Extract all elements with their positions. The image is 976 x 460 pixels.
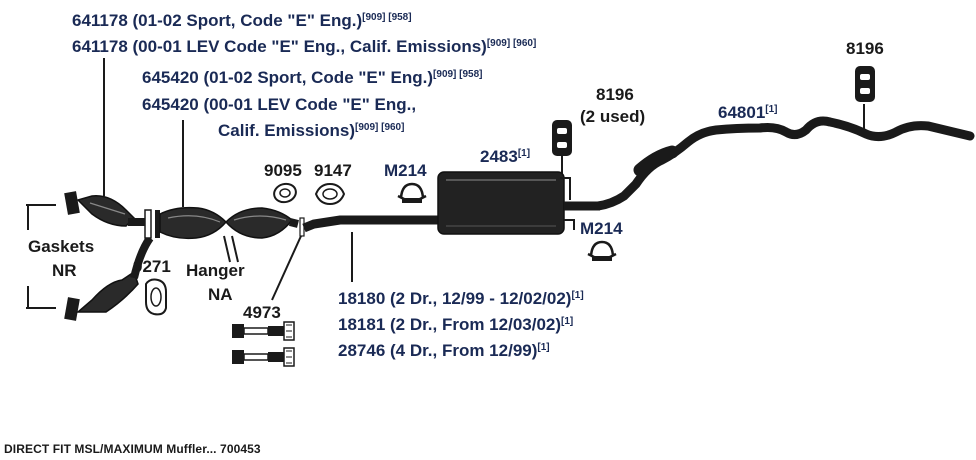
product-caption: DIRECT FIT MSL/MAXIMUM Muffler... 700453	[4, 442, 261, 456]
hanger-8196-right	[855, 66, 875, 102]
label-2483: 2483	[480, 147, 518, 166]
svg-text:28746 (4 Dr., From 12/99)[1]: 28746 (4 Dr., From 12/99)[1]	[338, 341, 550, 360]
gasket-9271	[145, 278, 167, 316]
gasket-icon	[145, 278, 167, 316]
hanger-icon	[855, 66, 875, 102]
label-m214-top: M214	[384, 161, 427, 180]
svg-text:2483[1]: 2483[1]	[480, 147, 530, 166]
gasket-9147	[314, 182, 346, 206]
label-641178-b: 641178 (00-01 LEV Code "E" Eng., Calif. …	[72, 37, 487, 56]
note-2483: [1]	[518, 148, 530, 159]
clamp-m214-right	[587, 240, 617, 261]
label-4973: 4973	[243, 303, 281, 322]
label-m214-right: M214	[580, 219, 623, 238]
gasket-icon	[314, 182, 346, 206]
note-18181: [1]	[561, 316, 573, 327]
gasket-icon	[144, 209, 152, 239]
gasket-icon	[273, 182, 297, 204]
note-645420-b: [909] [960]	[355, 122, 404, 133]
lower-flange-icon	[64, 297, 80, 321]
catalytic-converter-icon	[224, 207, 294, 239]
leader-lines	[26, 58, 865, 309]
muffler-icon	[437, 171, 565, 235]
label-nr: NR	[52, 261, 77, 280]
label-18181: 18181 (2 Dr., From 12/03/02)	[338, 315, 561, 334]
svg-text:Calif. Emissions)[909] [960]: Calif. Emissions)[909] [960]	[218, 121, 404, 140]
svg-text:641178 (00-01 LEV Code "E" Eng: 641178 (00-01 LEV Code "E" Eng., Calif. …	[72, 37, 536, 56]
note-641178-a: [909] [958]	[362, 12, 411, 23]
gasket-9095	[273, 182, 297, 204]
label-9095: 9095	[264, 161, 302, 180]
label-2-used: (2 used)	[580, 107, 645, 126]
intermediate-pipe	[299, 215, 432, 237]
clamp-m214-top	[397, 182, 427, 203]
bolt-icon	[232, 347, 295, 367]
gasket-icon	[155, 210, 160, 238]
label-645420-b2: Calif. Emissions)	[218, 121, 355, 140]
hanger-8196-mid	[552, 120, 572, 156]
svg-text:64801[1]: 64801[1]	[718, 103, 778, 122]
svg-text:18180 (2 Dr., 12/99 - 12/02/02: 18180 (2 Dr., 12/99 - 12/02/02)[1]	[338, 289, 584, 308]
front-y-pipe	[64, 191, 299, 321]
label-8196-right: 8196	[846, 39, 884, 58]
upper-flange-icon	[64, 191, 80, 215]
catalytic-converter-icon	[75, 270, 139, 313]
label-645420-a: 645420 (01-02 Sport, Code "E" Eng.)	[142, 68, 433, 87]
clamp-icon	[399, 182, 425, 199]
pipe-gasket-icon	[299, 217, 305, 237]
catalytic-converter-icon	[76, 195, 136, 227]
svg-text:641178 (01-02 Sport, Code "E": 641178 (01-02 Sport, Code "E" Eng.)[909]…	[72, 11, 412, 30]
tailpipe	[593, 116, 975, 211]
exhaust-system-diagram: 641178 (01-02 Sport, Code "E" Eng.)[909]…	[26, 11, 975, 367]
label-28746: 28746 (4 Dr., From 12/99)	[338, 341, 537, 360]
label-645420-b1: 645420 (00-01 LEV Code "E" Eng.,	[142, 95, 416, 114]
label-hanger: Hanger	[186, 261, 245, 280]
hanger-icon	[223, 235, 239, 263]
hanger-icon	[552, 120, 572, 156]
label-641178-a: 641178 (01-02 Sport, Code "E" Eng.)	[72, 11, 362, 30]
part-labels: 641178 (01-02 Sport, Code "E" Eng.)[909]…	[28, 11, 884, 360]
note-28746: [1]	[537, 342, 549, 353]
label-64801: 64801	[718, 103, 765, 122]
note-641178-b: [909] [960]	[487, 38, 536, 49]
clamp-icon	[589, 240, 615, 257]
bolts-4973	[232, 321, 295, 367]
note-18180: [1]	[571, 290, 583, 301]
label-9147: 9147	[314, 161, 352, 180]
note-645420-a: [909] [958]	[433, 69, 482, 80]
bolt-icon	[232, 321, 295, 341]
label-8196-mid: 8196	[596, 85, 634, 104]
note-64801: [1]	[765, 104, 777, 115]
label-na: NA	[208, 285, 233, 304]
svg-text:645420 (01-02 Sport, Code "E": 645420 (01-02 Sport, Code "E" Eng.)[909]…	[142, 68, 483, 87]
catalytic-converter-icon	[159, 206, 228, 240]
label-gaskets: Gaskets	[28, 237, 94, 256]
label-18180: 18180 (2 Dr., 12/99 - 12/02/02)	[338, 289, 571, 308]
svg-text:18181 (2 Dr., From 12/03/02)[1: 18181 (2 Dr., From 12/03/02)[1]	[338, 315, 573, 334]
label-9271: 9271	[133, 257, 171, 276]
muffler	[430, 171, 600, 235]
